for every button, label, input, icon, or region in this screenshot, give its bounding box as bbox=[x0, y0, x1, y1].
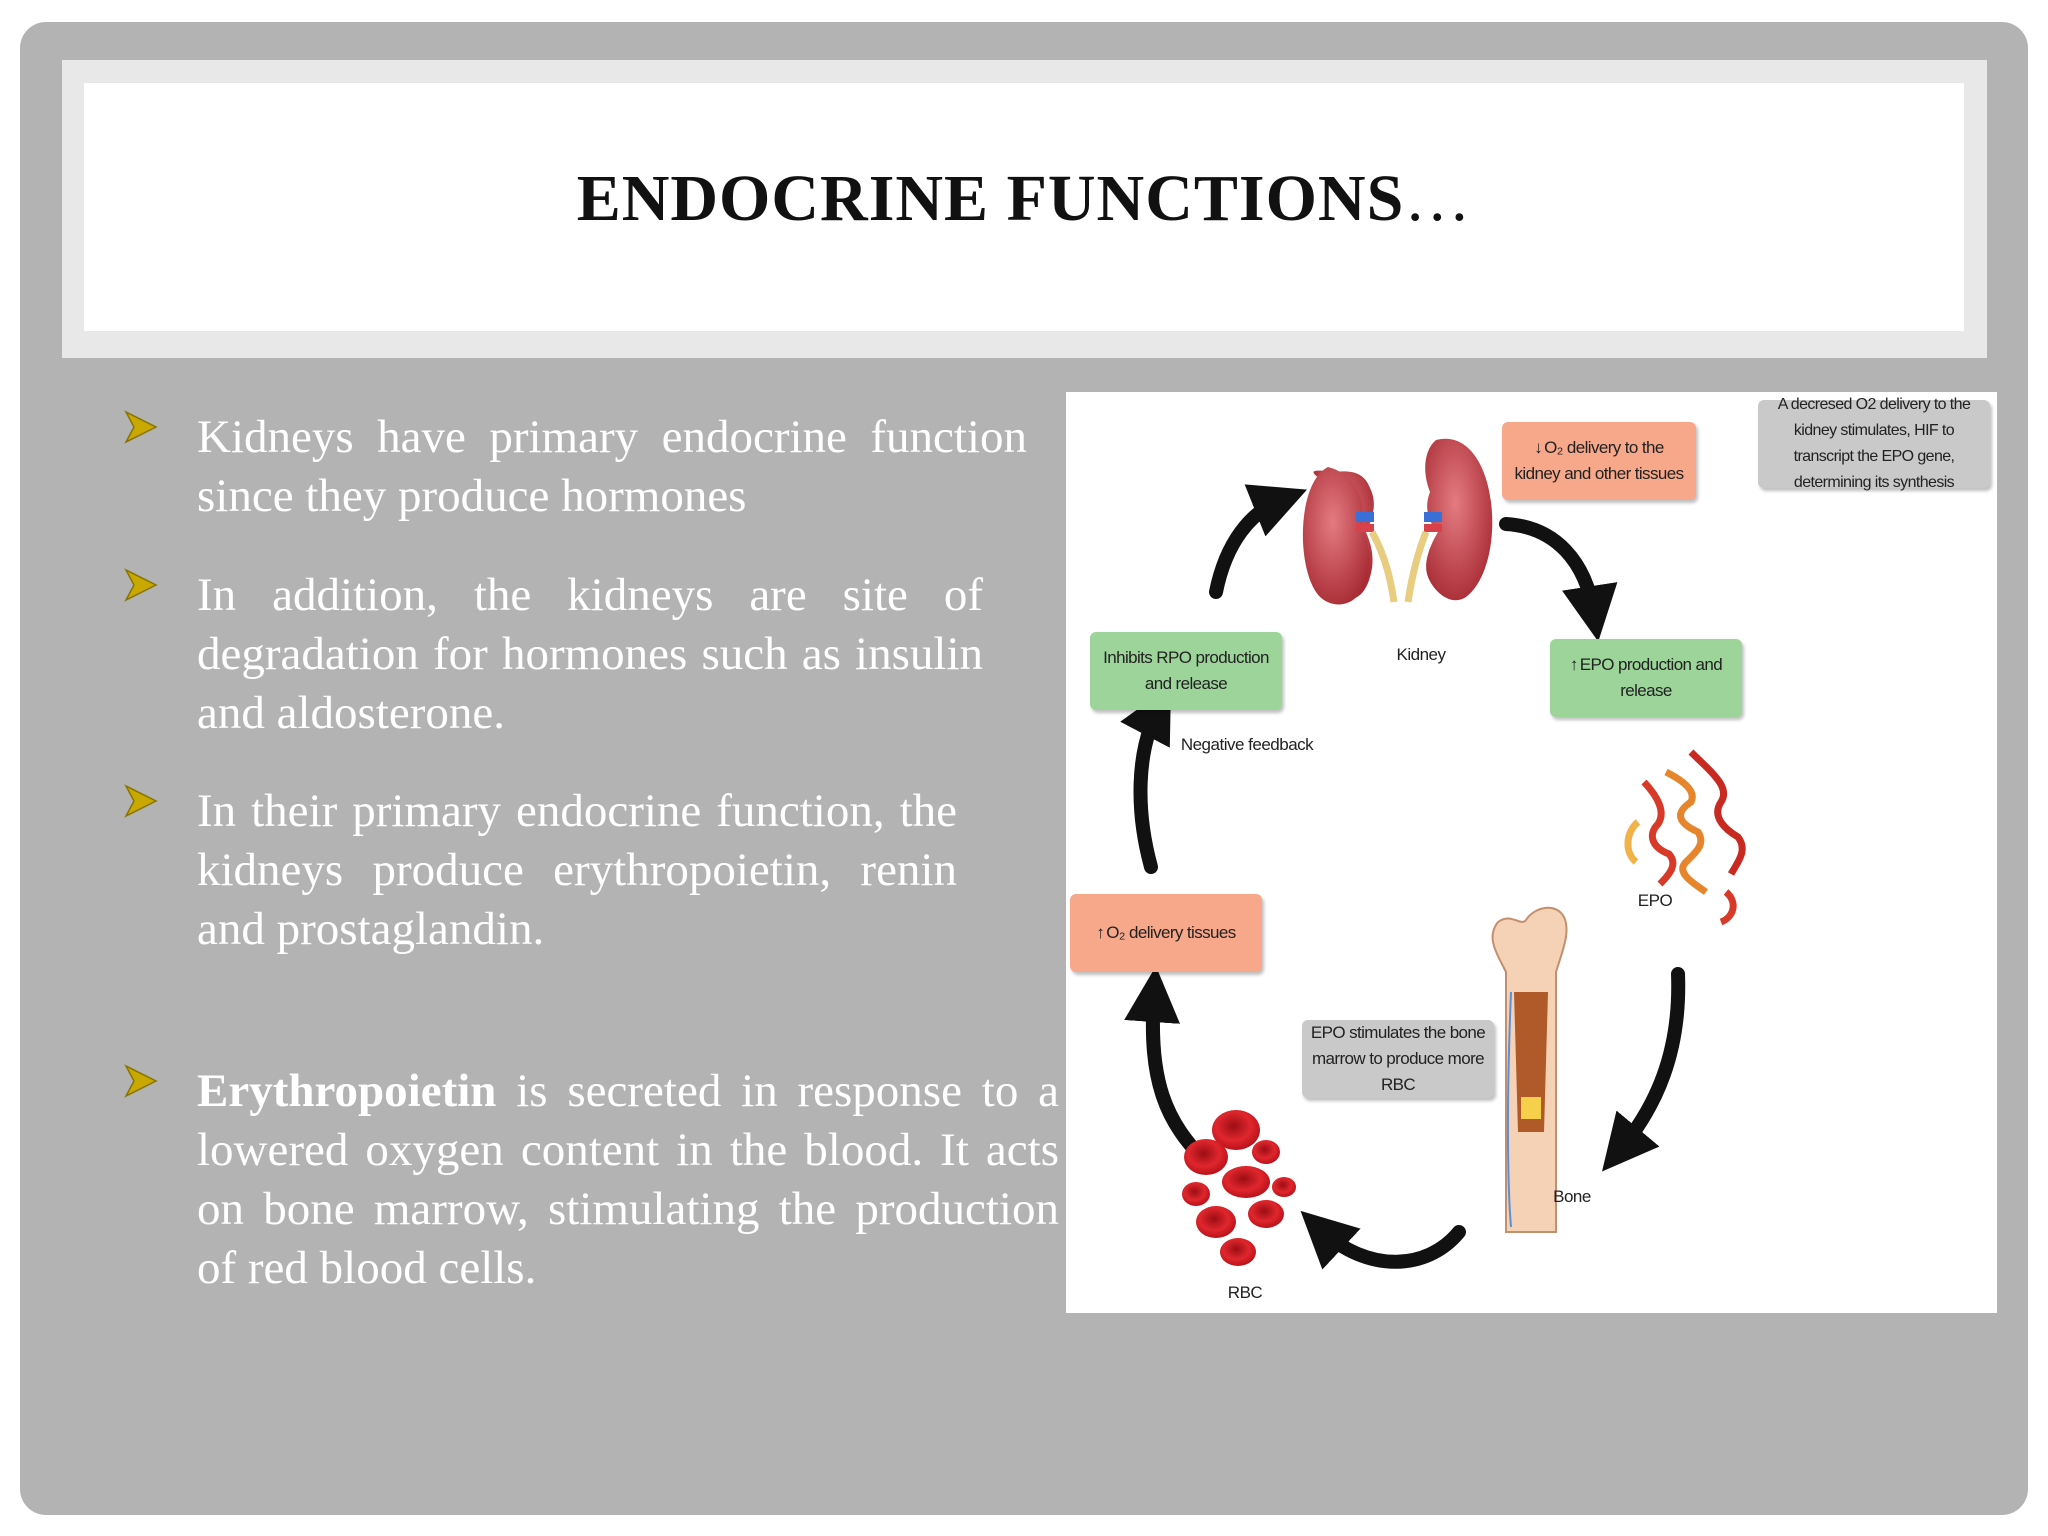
box-epo-production: ↑EPO production and release bbox=[1550, 639, 1742, 717]
bullet-text: In addition, the kidneys are site of deg… bbox=[197, 569, 983, 739]
label-bone: Bone bbox=[1553, 1187, 1591, 1206]
box-o2-delivery-decreased: ↓O₂ delivery to the kidney and other tis… bbox=[1502, 422, 1696, 500]
rbc-cluster-icon bbox=[1182, 1110, 1296, 1266]
epo-protein-icon bbox=[1624, 749, 1746, 926]
box-text: EPO production and release bbox=[1579, 655, 1723, 700]
box-text: O₂ delivery to the kidney and other tiss… bbox=[1514, 438, 1685, 483]
down-arrow-icon: ↓ bbox=[1534, 438, 1543, 457]
box-hif-note: A decresed O2 delivery to the kidney sti… bbox=[1758, 396, 1990, 491]
box-o2-delivery-increased: ↑O₂ delivery tissues bbox=[1070, 894, 1262, 972]
label-rbc: RBC bbox=[1227, 1283, 1263, 1302]
bullet-bold-term: Erythropoietin bbox=[197, 1065, 497, 1117]
bullet-text: Kidneys have primary endocrine function … bbox=[197, 411, 1027, 522]
box-text: O₂ delivery tissues bbox=[1106, 923, 1236, 942]
title-box: ENDOCRINE FUNCTIONS… bbox=[84, 83, 1964, 331]
slide-title-ellipsis: … bbox=[1404, 162, 1472, 235]
bullet-text: Erythropoietin is secreted in response t… bbox=[197, 1062, 1059, 1298]
label-kidney: Kidney bbox=[1396, 645, 1446, 664]
bone-icon bbox=[1491, 906, 1568, 1233]
up-arrow-icon: ↑ bbox=[1569, 655, 1578, 674]
bullet-arrow-icon bbox=[124, 1064, 158, 1098]
bullet-text-rest: is secreted in response to a lowered oxy… bbox=[197, 1065, 1059, 1294]
bullet-arrow-icon bbox=[124, 784, 158, 818]
up-arrow-icon: ↑ bbox=[1096, 923, 1105, 942]
label-epo: EPO bbox=[1637, 891, 1673, 910]
label-negative-feedback: Negative feedback bbox=[1180, 735, 1314, 754]
figure-drawing bbox=[1120, 438, 1746, 1270]
slide-title-text: ENDOCRINE FUNCTIONS bbox=[576, 162, 1405, 235]
kidney-icon bbox=[1302, 438, 1493, 605]
bullet-text: In their primary endocrine function, the… bbox=[197, 785, 957, 955]
slide-title: ENDOCRINE FUNCTIONS… bbox=[577, 161, 1472, 237]
box-bone-marrow: EPO stimulates the bone marrow to produc… bbox=[1302, 1020, 1494, 1098]
bullet-arrow-icon bbox=[124, 410, 158, 444]
epo-feedback-figure: ↓O₂ delivery to the kidney and other tis… bbox=[1066, 392, 1997, 1313]
box-inhibits-production: Inhibits RPO production and release bbox=[1090, 632, 1282, 710]
bullet-arrow-icon bbox=[124, 568, 158, 602]
